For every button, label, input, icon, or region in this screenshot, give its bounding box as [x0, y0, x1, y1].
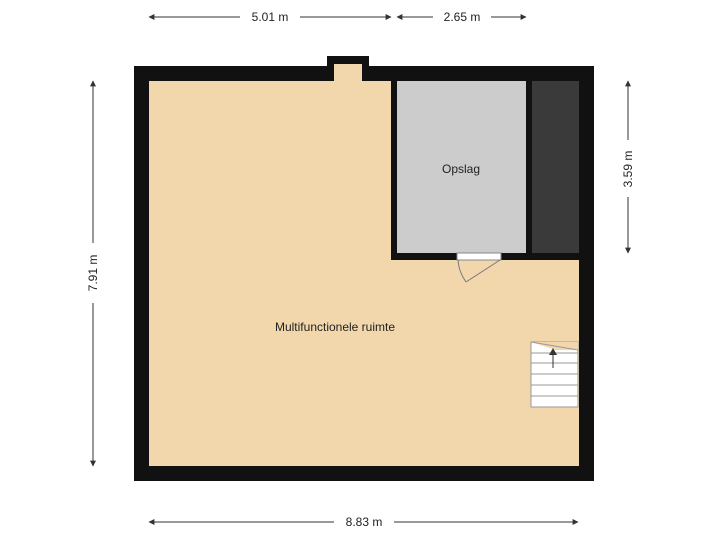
- dimension-right: 3.59 m: [621, 80, 635, 254]
- dimension-label-top-left: 5.01 m: [252, 10, 289, 24]
- multifunctional-room-floor: [149, 64, 579, 466]
- storage-door: [456, 252, 502, 283]
- storage-room-label: Opslag: [442, 162, 480, 176]
- dimension-top-left: 5.01 m: [148, 10, 392, 24]
- dimension-label-bottom: 8.83 m: [346, 515, 383, 529]
- staircase: [530, 341, 579, 408]
- dimension-bottom: 8.83 m: [148, 515, 579, 529]
- storage-room-floor: [397, 81, 526, 253]
- dimension-left: 7.91 m: [86, 80, 100, 467]
- multifunctional-room-label: Multifunctionele ruimte: [275, 320, 395, 334]
- dimension-label-top-right: 2.65 m: [444, 10, 481, 24]
- dark-room-floor: [532, 81, 579, 253]
- dimension-label-left: 7.91 m: [86, 255, 100, 292]
- dimension-top-right: 2.65 m: [396, 10, 527, 24]
- dimension-label-right: 3.59 m: [621, 151, 635, 188]
